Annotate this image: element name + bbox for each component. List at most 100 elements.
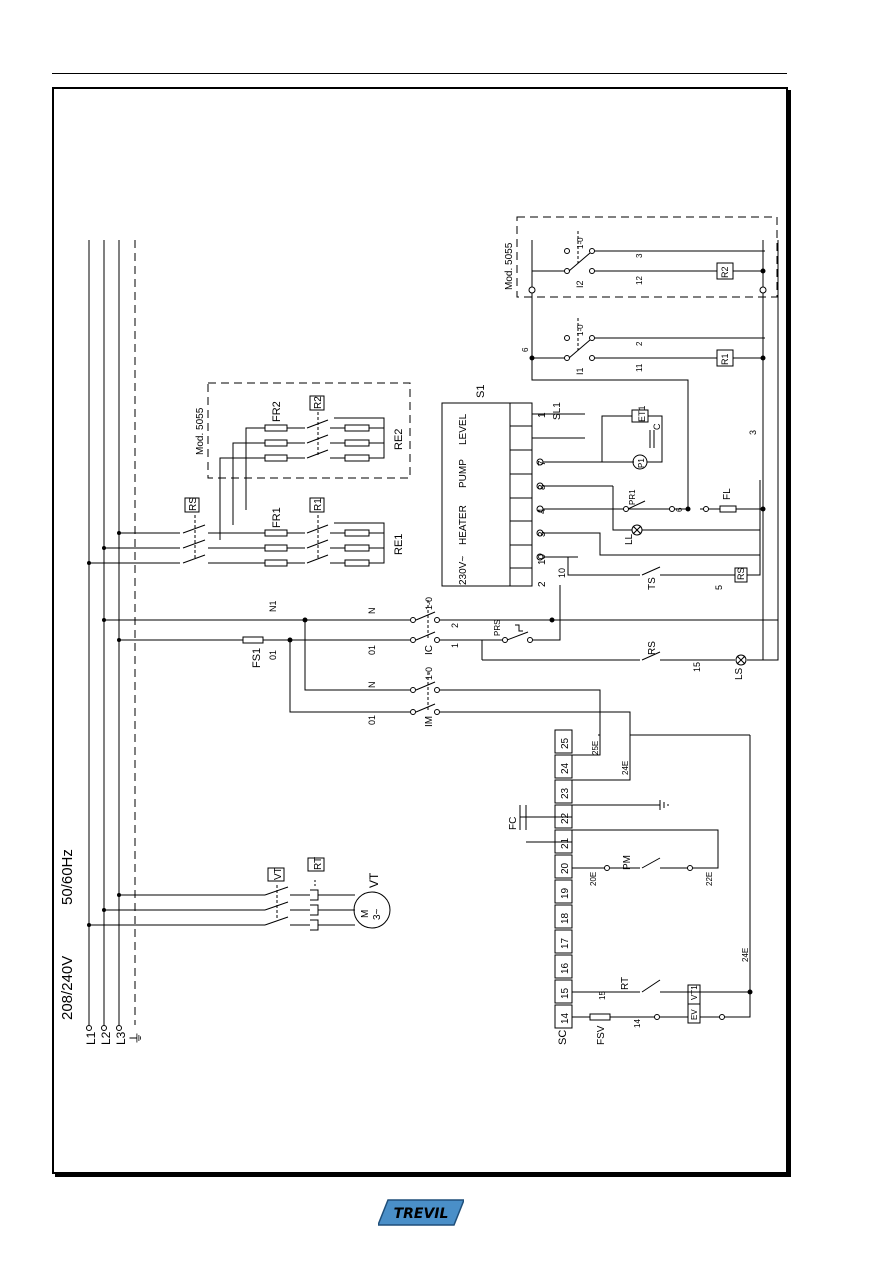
supply-bus [86,240,136,1031]
ground-icon: ⏚ [128,1031,144,1045]
relay-r2-label: R2 [313,396,324,409]
heater-re2-labels: Mod. 5055 FR2 R2 RE2 [195,396,405,455]
terminal-7: 7 [537,460,548,466]
fan-circuit [89,857,391,931]
control-lines [104,240,779,736]
relay-box-labels: Mod. 5055 R1 R2 I1 I2 1-0 1-0 11 2 12 3 … [504,237,730,375]
wire-3-label: 3 [748,430,758,435]
fan-vt-label: VT [367,872,381,888]
relay-box-state-2: 1-0 [576,237,585,249]
wire-01-label: 01 [367,645,377,655]
et1-label: ET1 [637,405,647,422]
label-l1: L1 [84,1031,98,1045]
re2-model-label: Mod. 5055 [195,407,206,455]
fuse-fr2-label: FR2 [271,401,283,422]
relay-rt-label: RT [313,857,324,870]
relay-r1-label: R1 [313,498,324,511]
wire-n-label: N [367,608,377,615]
relay-box-r2: R2 [720,266,730,278]
pressure-switch-prs [502,624,533,643]
title-voltage: 208/240V [59,956,76,1020]
terminal-4: 4 [537,508,548,514]
supply-labels: L1 L2 L3 ⏚ [84,1031,144,1045]
terminal-10: 10 [537,553,548,565]
contactor-vt-label: VT [273,867,284,880]
wire-24e-label: 24E [741,948,750,962]
sc-terminal-25: 25 [560,737,571,749]
rs-box-label: RS [736,567,746,580]
fan-labels: VT RT M 3~ VT [273,857,383,920]
panel-level-label: LEVEL [458,413,469,445]
lamp-ls-label: LS [734,667,745,680]
fc-label: FC [508,817,519,830]
ll-label: LL [624,533,635,545]
sc-terminal-20: 20 [560,862,571,874]
logo-text: TREVIL [394,1206,449,1222]
panel-s1-name: S1 [475,385,487,398]
fl-label: FL [722,488,733,500]
fuse-fs1-label: FS1 [251,648,263,668]
wire-6-label: 6 [675,507,684,512]
rs-contact-label: RS [647,641,658,655]
ts-label: TS [647,577,658,590]
wire-3b-label: 3 [635,253,644,258]
wire-20e-label: 20E [589,872,598,886]
sc-terminal-23: 23 [560,787,571,799]
sc-terminal-16: 16 [560,962,571,974]
wire-11-label: 11 [635,363,644,372]
switch-ic-label: IC [424,645,435,655]
panel-heater-label: HEATER [458,505,469,545]
vt1-label: VT1 [690,985,699,1000]
wire-2-label: 2 [450,623,460,628]
rt-label: RT [620,977,631,990]
sc-terminal-14: 14 [560,1012,571,1024]
relay-box [516,216,778,660]
wire-5-label: 5 [714,585,724,590]
control-labels: FS1 N1 01 N 01 N 01 IC IM 1-0 1-0 2 1 10… [251,568,745,727]
wire-15-label: 15 [692,662,702,672]
terminal-3: 3 [537,531,548,537]
prs-label: PRS [493,620,502,636]
sc-name: SC [557,1030,569,1045]
trevil-logo: TREVIL [378,1199,464,1226]
relay-box-i2: I2 [575,280,585,288]
pm-label: PM [622,855,633,870]
fuse-fr1-label: FR1 [271,507,283,528]
sc-terminal-21: 21 [560,837,571,849]
sc-terminal-24: 24 [560,762,571,774]
wire-6b-label: 6 [521,347,530,352]
wire-22e-label: 22E [705,872,714,886]
heater-re1-label: RE1 [393,534,405,555]
heater-re2 [207,382,411,540]
ev-label: EV [690,1009,699,1020]
p1-label: P1 [637,458,646,468]
panel-s1-labels: S1 LEVEL PUMP HEATER 230V~ SL1 ET1 P1 C … [458,385,758,590]
relay-box-i1: I1 [575,367,585,375]
sc-terminal-22: 22 [560,812,571,824]
relay-box-state-1: 1-0 [576,324,585,336]
motor-phase: 3~ [372,908,383,920]
terminal-8: 8 [537,484,548,490]
panel-pump-label: PUMP [458,459,469,488]
heater-re2-label: RE2 [393,429,405,450]
sl1-label: SL1 [552,402,563,420]
diagram-frame [52,87,788,1174]
panel-voltage-label: 230V~ [458,556,469,585]
terminal-strip [519,729,753,1029]
terminal-1: 1 [537,412,548,418]
contactor-rs-label: RS [188,497,199,511]
title-frequency: 50/60Hz [59,849,76,905]
wire-10-label: 10 [557,568,567,578]
fsv-label: FSV [596,1025,607,1045]
relay-box-model: Mod. 5055 [504,242,515,290]
title-block: 208/240V 50/60Hz [59,849,76,1020]
header-rule [52,73,787,74]
heater-re1 [89,497,385,567]
switch-ic-state: 1-0 [424,597,434,610]
motor-label: M [360,910,371,918]
switch-im-state: 1-0 [424,667,434,680]
wire-n-im-label: N [367,682,377,689]
terminal-strip-labels: 14 15 16 17 18 19 20 21 22 23 24 25 26 S… [508,737,750,1045]
wire-1-label: 1 [450,643,460,648]
